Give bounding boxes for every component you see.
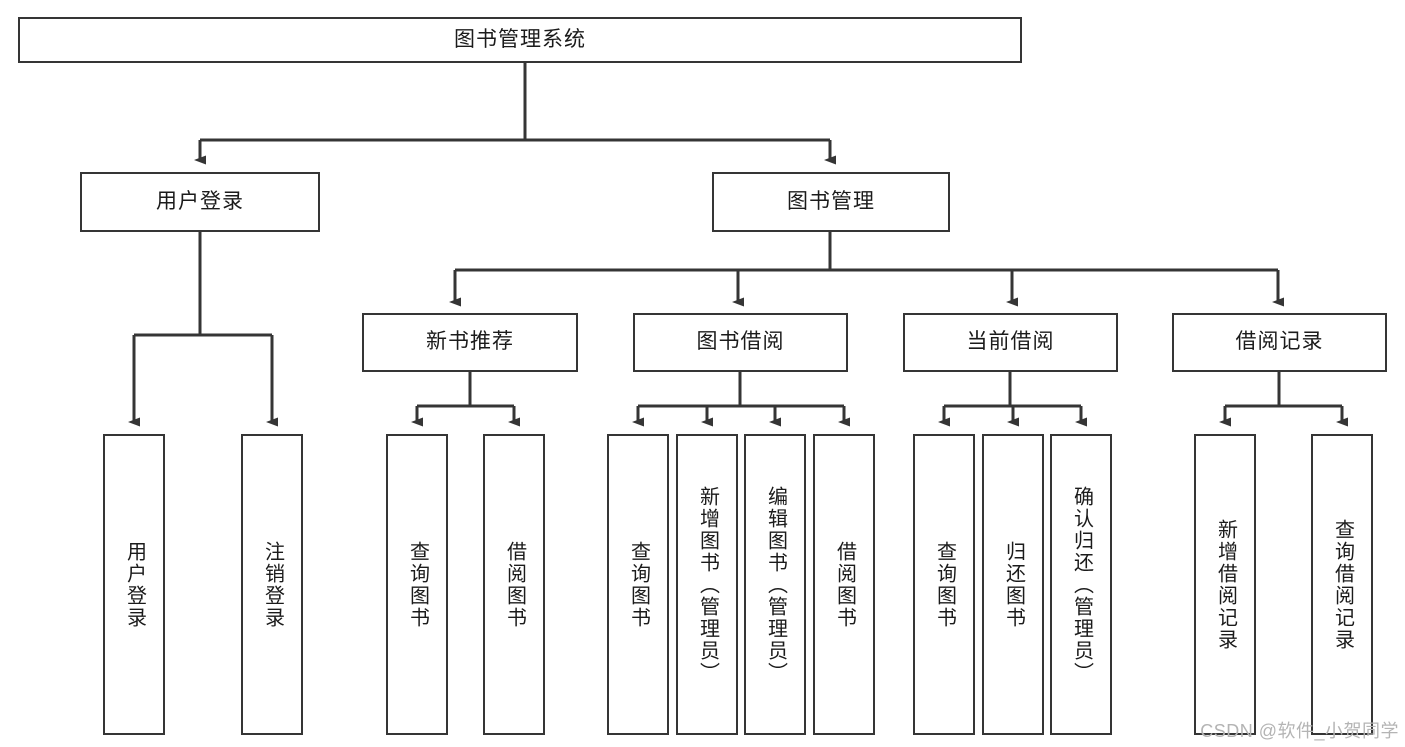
node-leaf-query-record-label: 查询借阅记录 <box>1331 518 1354 651</box>
node-leaf-logout-label: 注销登录 <box>261 540 284 629</box>
watermark: CSDN @软件_小贺同学 <box>1200 721 1399 741</box>
node-leaf-return-book-label: 归还图书 <box>1002 540 1025 629</box>
node-borrow-record[interactable]: 借阅记录 <box>1172 313 1387 372</box>
node-leaf-query-record[interactable]: 查询借阅记录 <box>1311 434 1373 735</box>
node-leaf-add-record-label: 新增借阅记录 <box>1214 518 1237 651</box>
node-leaf-return-book[interactable]: 归还图书 <box>982 434 1044 735</box>
node-book-borrow[interactable]: 图书借阅 <box>633 313 848 372</box>
node-user-login-label: 用户登录 <box>156 189 244 213</box>
node-leaf-query-book-2-label: 查询图书 <box>627 540 650 629</box>
node-leaf-query-book-3[interactable]: 查询图书 <box>913 434 975 735</box>
node-current-borrow-label: 当前借阅 <box>966 330 1055 354</box>
node-book-manage-label: 图书管理 <box>787 189 875 213</box>
node-leaf-user-login[interactable]: 用户登录 <box>103 434 165 735</box>
node-leaf-add-book-label: 新增图书（管理员） <box>696 485 719 684</box>
node-leaf-borrow-book-2-label: 借阅图书 <box>833 540 856 629</box>
node-leaf-user-login-label: 用户登录 <box>123 540 146 629</box>
node-book-borrow-label: 图书借阅 <box>696 330 785 354</box>
node-leaf-add-book[interactable]: 新增图书（管理员） <box>676 434 738 735</box>
node-leaf-edit-book[interactable]: 编辑图书（管理员） <box>744 434 806 735</box>
node-leaf-add-record[interactable]: 新增借阅记录 <box>1194 434 1256 735</box>
node-leaf-query-book-1-label: 查询图书 <box>406 540 429 629</box>
node-user-login[interactable]: 用户登录 <box>80 172 320 232</box>
node-root-label: 图书管理系统 <box>454 27 586 51</box>
node-leaf-logout[interactable]: 注销登录 <box>241 434 303 735</box>
node-root[interactable]: 图书管理系统 <box>18 17 1022 63</box>
node-borrow-record-label: 借阅记录 <box>1235 330 1324 354</box>
node-leaf-borrow-book-2[interactable]: 借阅图书 <box>813 434 875 735</box>
node-book-manage[interactable]: 图书管理 <box>712 172 950 232</box>
node-leaf-borrow-book-1[interactable]: 借阅图书 <box>483 434 545 735</box>
node-leaf-borrow-book-1-label: 借阅图书 <box>503 540 526 629</box>
node-new-book-rec-label: 新书推荐 <box>426 330 514 354</box>
node-current-borrow[interactable]: 当前借阅 <box>903 313 1118 372</box>
node-new-book-rec[interactable]: 新书推荐 <box>362 313 578 372</box>
node-leaf-query-book-2[interactable]: 查询图书 <box>607 434 669 735</box>
node-leaf-confirm-return[interactable]: 确认归还（管理员） <box>1050 434 1112 735</box>
node-leaf-edit-book-label: 编辑图书（管理员） <box>764 485 787 684</box>
node-leaf-query-book-1[interactable]: 查询图书 <box>386 434 448 735</box>
node-leaf-confirm-return-label: 确认归还（管理员） <box>1070 485 1093 684</box>
node-leaf-query-book-3-label: 查询图书 <box>933 540 956 629</box>
